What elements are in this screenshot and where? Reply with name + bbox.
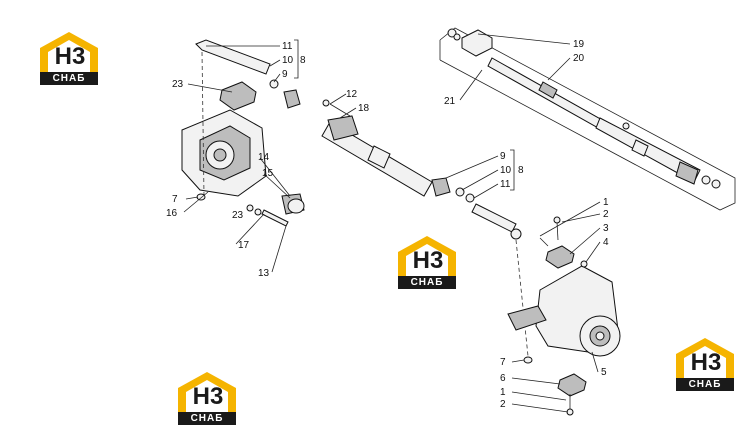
logo-mark: Н3 xyxy=(54,43,86,70)
watermark-logo: Н3 СНАБ xyxy=(396,234,458,290)
callout-9: 9 xyxy=(282,69,288,80)
callout-5: 5 xyxy=(601,367,607,378)
callout-7b: 7 xyxy=(500,357,506,368)
callout-1: 1 xyxy=(603,197,609,208)
callout-18: 18 xyxy=(358,103,370,114)
callout-17: 17 xyxy=(238,240,250,251)
house-logo-icon xyxy=(398,236,456,276)
right-steering-knuckle xyxy=(507,216,621,416)
callout-15: 15 xyxy=(262,168,274,179)
logo-mark: Н3 xyxy=(690,349,722,376)
callout-1b: 1 xyxy=(500,387,506,398)
callout-19: 19 xyxy=(573,39,585,50)
drive-shaft-assembly xyxy=(439,27,736,211)
watermark-logo: Н3 СНАБ xyxy=(38,30,100,86)
callout-4: 4 xyxy=(603,237,609,248)
house-logo-icon xyxy=(40,32,98,72)
callout-7: 7 xyxy=(172,194,178,205)
logo-caption: СНАБ xyxy=(676,378,734,391)
logo-caption: СНАБ xyxy=(398,276,456,289)
callout-10: 10 xyxy=(282,55,294,66)
center-shaft xyxy=(321,99,433,197)
callout-13: 13 xyxy=(258,268,270,279)
left-steering-knuckle xyxy=(181,39,305,227)
callout-10b: 10 xyxy=(500,165,512,176)
callout-2: 2 xyxy=(603,209,609,220)
callout-23b: 23 xyxy=(232,210,244,221)
callout-12: 12 xyxy=(346,89,358,100)
logo-caption: СНАБ xyxy=(40,72,98,85)
callout-8: 8 xyxy=(300,55,306,66)
callout-labels-right: 1 2 3 4 7 5 6 1 2 xyxy=(500,197,609,410)
callout-23: 23 xyxy=(172,79,184,90)
callout-6: 6 xyxy=(500,373,506,384)
logo-mark: Н3 xyxy=(192,383,224,410)
logo-mark: Н3 xyxy=(412,247,444,274)
callout-11: 11 xyxy=(282,41,293,52)
callout-21: 21 xyxy=(444,96,456,107)
callout-3: 3 xyxy=(603,223,609,234)
callout-14: 14 xyxy=(258,152,270,163)
callout-labels-mid: 9 10 8 11 xyxy=(500,151,524,190)
callout-8b: 8 xyxy=(518,165,524,176)
callout-16: 16 xyxy=(166,208,178,219)
watermark-logo: Н3 СНАБ xyxy=(674,336,736,392)
callout-20: 20 xyxy=(573,53,585,64)
logo-caption: СНАБ xyxy=(178,412,236,425)
callout-labels-top-right: 19 20 21 xyxy=(444,39,585,107)
house-logo-icon xyxy=(178,372,236,412)
watermark-logo: Н3 СНАБ xyxy=(176,370,238,426)
callout-9b: 9 xyxy=(500,151,506,162)
house-logo-icon xyxy=(676,338,734,378)
callout-labels-top-left: 11 10 8 9 23 12 18 14 15 7 16 23 17 13 xyxy=(166,41,370,279)
callout-11b: 11 xyxy=(500,179,511,190)
leader-lines xyxy=(183,33,601,413)
callout-2b: 2 xyxy=(500,399,506,410)
